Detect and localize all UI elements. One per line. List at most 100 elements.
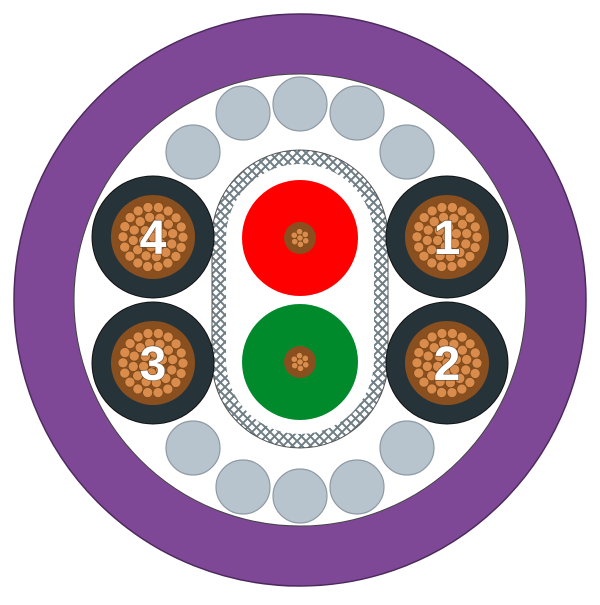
copper-strand: [413, 367, 425, 379]
copper-strand: [411, 231, 423, 243]
copper-strand: [290, 231, 298, 239]
copper-strand: [436, 202, 448, 213]
copper-strand: [160, 247, 172, 258]
copper-strand: [456, 257, 468, 269]
copper-strand: [296, 352, 304, 360]
copper-strand: [426, 383, 438, 395]
copper-strand: [296, 240, 304, 248]
copper-strand: [428, 342, 440, 353]
copper-strand: [119, 241, 131, 253]
green-core-conductor: [284, 346, 316, 378]
copper-strand: [128, 224, 140, 236]
copper-strand: [170, 377, 182, 388]
copper-strand: [153, 328, 164, 339]
copper-strand: [145, 367, 157, 379]
copper-strand: [132, 257, 144, 269]
power-core-1: 1: [385, 175, 509, 299]
core-label-4: 4: [140, 212, 167, 265]
copper-strand: [464, 338, 476, 350]
core-label-3: 3: [140, 338, 167, 391]
copper-strand: [413, 347, 425, 358]
copper-strand: [434, 250, 446, 262]
power-core-3: 3: [91, 301, 215, 425]
filler-strand: [272, 76, 328, 132]
copper-strand: [140, 376, 152, 388]
copper-strand: [439, 367, 451, 379]
copper-strand: [166, 364, 178, 376]
copper-strand: [149, 221, 161, 233]
copper-strand: [175, 347, 187, 359]
copper-strand: [170, 212, 182, 224]
copper-strand: [461, 228, 473, 239]
copper-strand: [456, 383, 468, 395]
copper-strand: [290, 355, 298, 363]
copper-strand: [457, 218, 468, 230]
copper-strand: [175, 242, 187, 253]
filler-strand: [329, 85, 385, 141]
copper-strand: [142, 202, 154, 213]
copper-strand: [152, 387, 164, 398]
copper-strand: [418, 376, 430, 388]
copper-strand: [157, 228, 168, 239]
copper-strand: [175, 221, 187, 233]
copper-strand: [426, 331, 438, 343]
copper-strand: [456, 205, 468, 217]
copper-strand: [119, 367, 131, 379]
copper-strand: [460, 364, 472, 376]
copper-strand: [426, 244, 437, 256]
copper-strand: [296, 228, 304, 236]
copper-strand: [301, 230, 309, 238]
copper-strand: [157, 354, 168, 365]
copper-strand: [426, 370, 437, 382]
copper-strand: [117, 357, 129, 369]
copper-strand: [454, 247, 466, 258]
copper-strand: [411, 357, 423, 369]
core-label-2: 2: [434, 338, 461, 391]
copper-strand: [177, 357, 189, 369]
copper-strand: [436, 328, 448, 339]
copper-strand: [434, 351, 445, 362]
copper-strand: [140, 351, 151, 362]
copper-strand: [124, 212, 136, 223]
copper-strand: [448, 338, 460, 350]
copper-strand: [177, 231, 189, 243]
copper-strand: [124, 376, 136, 388]
copper-strand: [428, 216, 440, 227]
filler-strand: [379, 124, 435, 180]
copper-strand: [291, 362, 299, 370]
copper-strand: [447, 328, 458, 339]
copper-strand: [162, 205, 174, 217]
copper-strand: [117, 231, 129, 243]
copper-strand: [418, 250, 430, 262]
power-core-4-conductor: [111, 195, 195, 279]
copper-strand: [434, 225, 445, 236]
copper-strand: [132, 205, 144, 217]
copper-strand: [447, 202, 458, 213]
copper-strand: [166, 238, 178, 250]
copper-strand: [451, 228, 462, 239]
copper-strand: [426, 205, 438, 217]
copper-strand: [149, 347, 161, 359]
copper-strand: [471, 231, 483, 243]
copper-strand: [162, 257, 174, 269]
filler-strand: [165, 124, 221, 180]
copper-strand: [119, 221, 131, 232]
copper-strand: [418, 212, 430, 223]
copper-strand: [457, 344, 468, 356]
filler-strand: [215, 459, 271, 515]
copper-strand: [119, 347, 131, 358]
filler-strand: [329, 459, 385, 515]
copper-strand: [471, 357, 483, 369]
power-core-2: 2: [385, 301, 509, 425]
copper-strand: [413, 241, 425, 253]
copper-strand: [439, 241, 451, 253]
copper-strand: [422, 224, 434, 236]
power-core-1-conductor: [405, 195, 489, 279]
copper-strand: [167, 354, 179, 365]
copper-strand: [456, 331, 468, 343]
copper-strand: [464, 377, 476, 388]
copper-strand: [448, 212, 460, 224]
power-core-2-conductor: [405, 321, 489, 405]
copper-strand: [153, 202, 164, 213]
